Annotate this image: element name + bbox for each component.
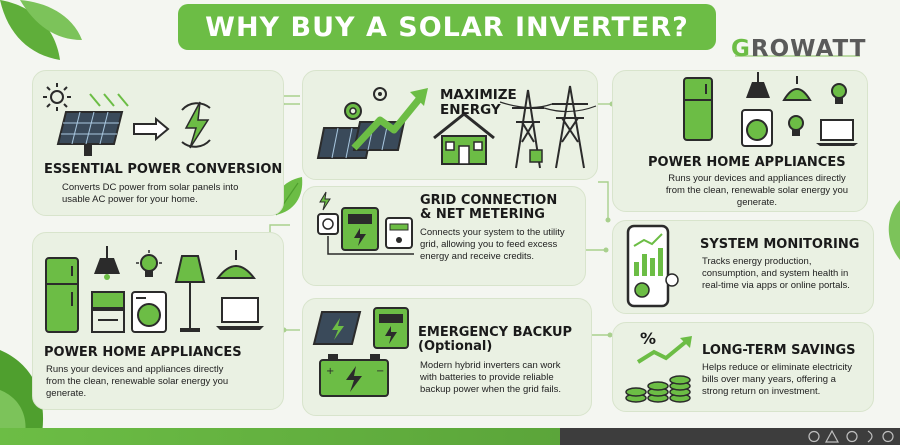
washing-machine-icon [131,291,167,333]
heading-essential-power: ESSENTIAL POWER CONVERSION [44,162,283,177]
floor-lamp-icon [174,255,206,332]
inverter-icon [341,207,379,251]
phone-chart-icon [626,224,679,308]
heading-appliances-right: POWER HOME APPLIANCES [648,155,846,170]
heading-long-term-savings: LONG-TERM SAVINGS [702,343,856,358]
brand-logo: GROWATT [731,36,867,62]
fridge-icon [683,77,713,141]
gear-icon [344,102,362,120]
svg-text:−: − [376,366,384,377]
solar-panel-icon [56,111,124,156]
body-long-term-savings: Helps reduce or eliminate electricity bi… [702,362,852,398]
bulb-icon [788,115,804,136]
inverter-icon [373,307,409,349]
pendant-lamp-icon [746,72,770,98]
body-appliances-left: Runs your devices and appliances directl… [46,364,229,400]
body-emergency-backup: Modern hybrid inverters can work with ba… [420,360,561,396]
meter-icon [385,217,413,249]
outlet-icon [317,213,339,235]
bulb-icon [831,83,847,104]
lightning-cycle-icon [181,101,211,149]
lightning-icon [319,191,331,211]
sun-rays-icon [89,93,129,107]
title-banner: WHY BUY A SOLAR INVERTER? [178,4,716,50]
heading-grid-connection: GRID CONNECTION & NET METERING [420,193,558,223]
savings-percent-badge: % [640,329,657,348]
battery-icon: + − [319,354,389,397]
leaf-decoration-top-left [0,0,82,60]
ceiling-lamp-icon [782,76,812,101]
house-icon [433,112,495,165]
solar-panel-icon [312,311,362,345]
sun-icon [43,83,71,111]
body-system-monitoring: Tracks energy production, consumption, a… [702,256,850,292]
body-essential-power: Converts DC power from solar panels into… [62,182,239,206]
heading-maximize-energy: MAXIMIZE ENERGY [440,87,517,118]
laptop-icon [816,119,858,146]
leaf-decoration-right [888,200,900,260]
ceiling-lamp-icon [215,250,257,279]
fridge-icon [45,257,79,333]
growth-arrow-icon [351,88,428,151]
wire-icon [327,236,414,255]
heading-emergency-backup: EMERGENCY BACKUP (Optional) [418,325,573,355]
coins-growth-icon [625,336,692,403]
heading-system-monitoring: SYSTEM MONITORING [700,237,860,252]
body-appliances-right: Runs your devices and appliances directl… [665,173,849,209]
arrow-right-icon [133,116,170,142]
power-tower-icon [499,85,597,169]
svg-text:+: + [326,366,334,377]
gear-small-icon [373,87,387,101]
heading-appliances-left: POWER HOME APPLIANCES [44,345,242,360]
eco-icons [808,429,894,443]
pendant-lamp-icon [94,246,120,280]
footer-accent-strip [0,428,560,445]
page-title: WHY BUY A SOLAR INVERTER? [205,11,689,43]
microwave-icon [91,291,125,333]
laptop-icon [216,297,264,330]
bulb-icon [136,250,162,277]
washing-machine-icon [741,109,773,147]
body-grid-connection: Connects your system to the utility grid… [420,227,565,263]
